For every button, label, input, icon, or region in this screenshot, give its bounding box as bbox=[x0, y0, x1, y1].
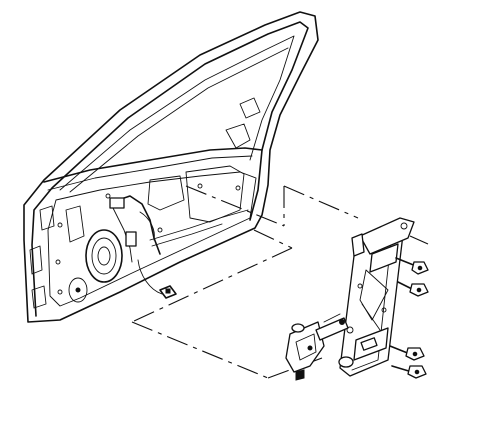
wiring-harness bbox=[109, 195, 249, 295]
speaker-opening bbox=[68, 229, 123, 303]
motor-mounting-bracket bbox=[315, 313, 349, 341]
front-door bbox=[23, 11, 319, 323]
upper-bolts bbox=[395, 257, 429, 297]
upper-bolt-1 bbox=[395, 257, 429, 275]
lower-bolt-2 bbox=[391, 365, 427, 379]
exploded-view-lines bbox=[131, 185, 429, 379]
window-regulator bbox=[338, 217, 415, 377]
lower-bolt-1 bbox=[389, 345, 425, 361]
lower-bolts bbox=[389, 345, 427, 379]
regulator-motor bbox=[285, 321, 325, 381]
electrical-connector bbox=[159, 285, 177, 299]
upper-bolt-2 bbox=[397, 281, 429, 297]
